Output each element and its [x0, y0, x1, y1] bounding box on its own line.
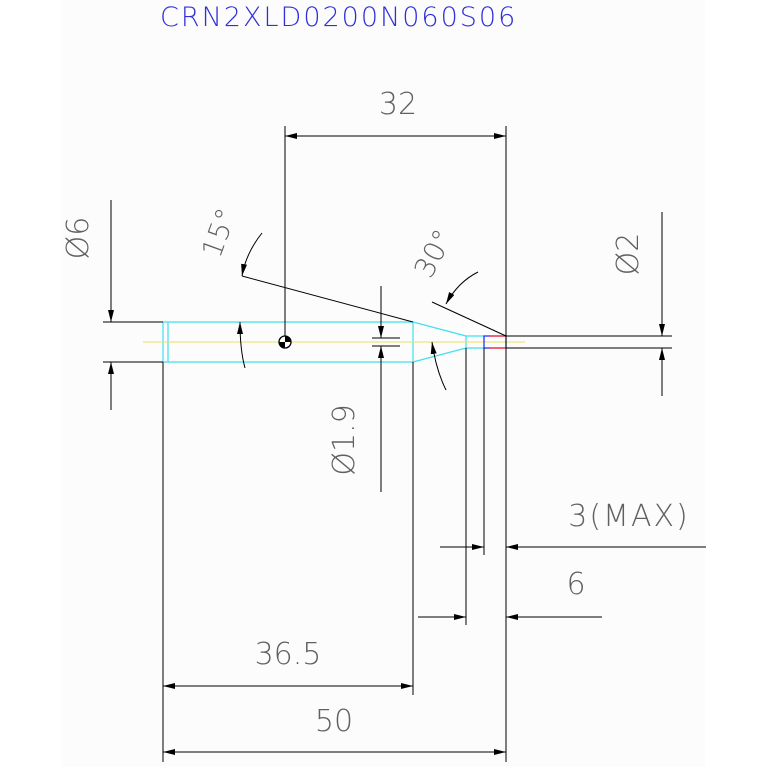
drawing-title: CRN2XLD0200N060S06 — [160, 2, 517, 33]
dim-36-5-label: 36.5 — [255, 637, 322, 672]
angle-15-label: 15° — [195, 204, 243, 262]
center-mark-icon — [278, 335, 292, 349]
dim-shank-diameter-label: Ø6 — [61, 217, 96, 260]
dim-tip-diameter-label: Ø2 — [611, 233, 646, 276]
dimension-labels: 32 36.5 50 3(MAX) 6 Ø6 Ø2 Ø1.9 15° 30° — [61, 87, 689, 739]
dim-neck-diameter-label: Ø1.9 — [327, 404, 362, 475]
dimension-lines — [103, 126, 706, 762]
dim-32-label: 32 — [379, 87, 417, 122]
drawing-sheet — [62, 0, 705, 767]
angle-30-label: 30° — [407, 224, 459, 283]
dim-50-label: 50 — [315, 704, 353, 739]
dim-6-label: 6 — [566, 567, 585, 602]
dim-3max-label: 3(MAX) — [568, 499, 689, 534]
